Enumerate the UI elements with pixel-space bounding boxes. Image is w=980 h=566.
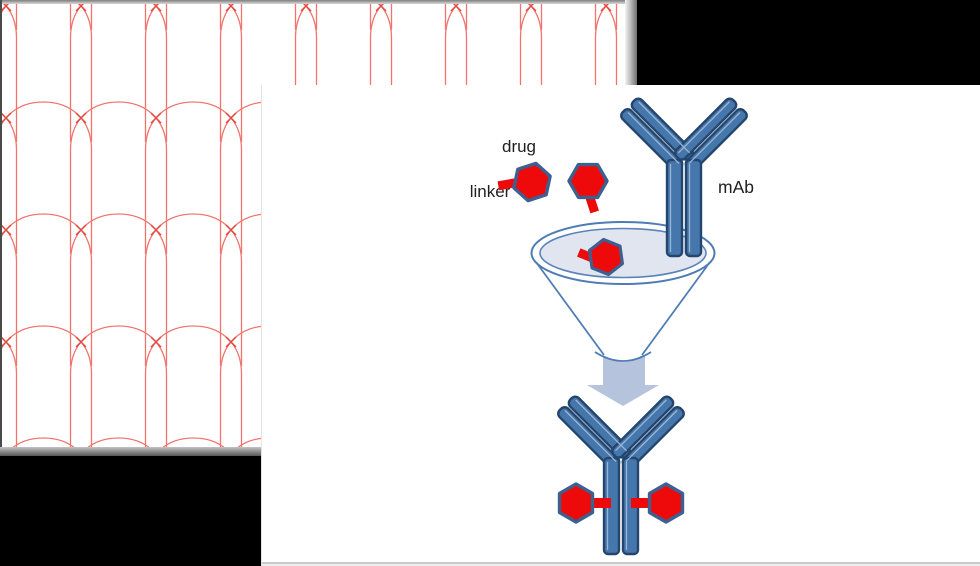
drug-label: drug <box>502 137 536 156</box>
adc-antibody <box>554 393 688 556</box>
panel-frame-top <box>2 0 631 4</box>
panel-frame-left <box>0 0 2 452</box>
down-arrow <box>587 356 659 406</box>
mixing-funnel <box>530 221 716 362</box>
panel-bottom-edge <box>262 562 980 564</box>
drug-linker-hexagon <box>497 158 554 206</box>
adc-drug-conjugates <box>557 482 685 524</box>
panel-bottom-shadow <box>262 564 980 566</box>
diagram-panel: drug linker mAb <box>261 85 980 566</box>
funnel-drug-hexagon <box>577 235 626 279</box>
mab-label: mAb <box>718 177 754 197</box>
free-drug-hexagon <box>562 154 614 214</box>
adc-diagram-svg: drug linker mAb <box>470 95 754 556</box>
